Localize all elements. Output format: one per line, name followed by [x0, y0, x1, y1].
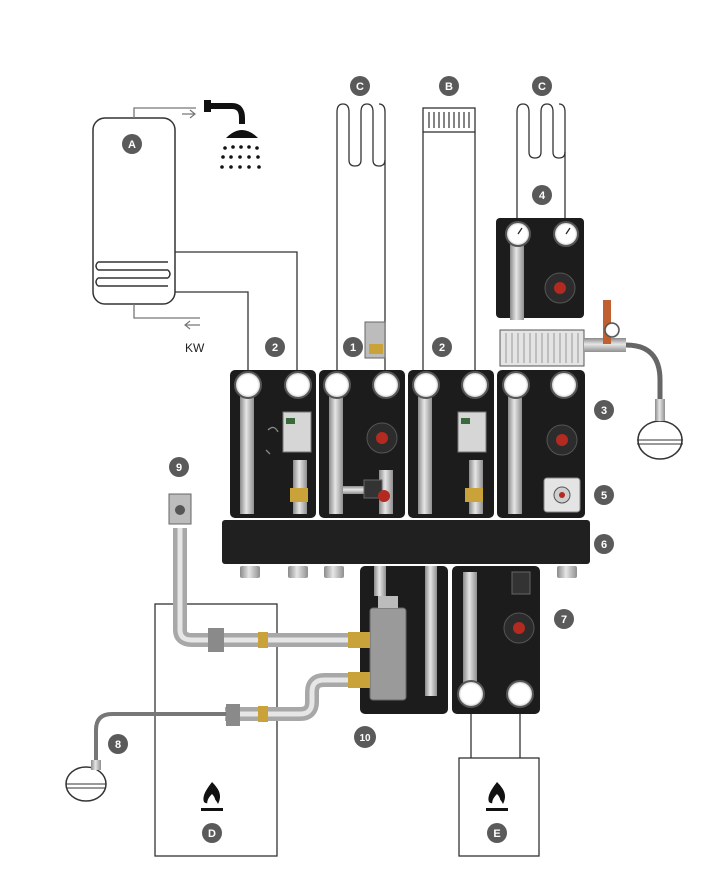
- cold-water-label: KW: [185, 341, 205, 355]
- flow-arrow-icon: [182, 109, 196, 119]
- badge-3: 3: [594, 400, 614, 420]
- badge-a: A: [122, 134, 142, 154]
- svg-text:2: 2: [439, 342, 445, 354]
- svg-text:C: C: [356, 81, 364, 93]
- svg-text:6: 6: [601, 539, 607, 551]
- thermometer-gauge: [506, 680, 534, 708]
- thermometer-gauge: [457, 680, 485, 708]
- svg-text:2: 2: [272, 342, 278, 354]
- svg-text:4: 4: [539, 190, 546, 202]
- svg-text:C: C: [538, 81, 546, 93]
- flame-icon: [486, 782, 508, 811]
- svg-text:5: 5: [601, 490, 607, 502]
- cold-water-line: [133, 304, 200, 319]
- thermometer-gauge: [461, 371, 489, 399]
- flow-arrow-icon: [184, 320, 200, 330]
- pressure-gauge: [604, 322, 620, 338]
- badge-7: 7: [554, 609, 574, 629]
- badge-6: 6: [594, 534, 614, 554]
- hot-water-tank: KW: [92, 107, 205, 355]
- svg-text:7: 7: [561, 614, 567, 626]
- valve-fitting: [208, 628, 224, 652]
- mixing-module-3: [497, 370, 585, 518]
- boiler-e-lines: [470, 714, 521, 758]
- underfloor-loop-icon: [516, 103, 566, 220]
- expansion-vessel-icon: [65, 760, 107, 802]
- pump-module-7: [452, 566, 540, 714]
- distribution-manifold: [222, 520, 590, 578]
- mixing-module-1: [319, 370, 405, 518]
- badge-b: B: [439, 76, 459, 96]
- badge-d: D: [202, 823, 222, 843]
- pump-module-2-tank: [230, 370, 316, 518]
- air-vent: [364, 321, 386, 359]
- ball-valve: [258, 632, 268, 648]
- badge-5: 5: [594, 485, 614, 505]
- tank-heat-coil: [98, 261, 168, 287]
- badge-9: 9: [169, 457, 189, 477]
- svg-text:1: 1: [350, 342, 356, 354]
- badge-2-left: 2: [265, 337, 285, 357]
- svg-text:3: 3: [601, 405, 607, 417]
- temperature-sensor: [168, 493, 192, 525]
- badge-e: E: [487, 823, 507, 843]
- expansion-vessel-icon: [637, 399, 683, 460]
- badge-1: 1: [343, 337, 363, 357]
- svg-text:D: D: [208, 828, 216, 840]
- ball-valve: [465, 488, 483, 502]
- badge-8: 8: [108, 734, 128, 754]
- flame-icon: [201, 782, 223, 811]
- svg-text:E: E: [493, 828, 500, 840]
- thermometer-gauge: [372, 371, 400, 399]
- thermometer-gauge: [284, 371, 312, 399]
- badge-2-right: 2: [432, 337, 452, 357]
- hydraulic-separator: [348, 566, 448, 714]
- thermometer-gauge: [323, 371, 351, 399]
- valve-fitting: [226, 704, 240, 726]
- svg-text:10: 10: [359, 733, 371, 744]
- svg-text:A: A: [128, 139, 136, 151]
- boiler-e: [458, 757, 540, 857]
- tank-supply-line: [175, 251, 298, 372]
- badge-c-right: C: [532, 76, 552, 96]
- shower-icon: [204, 100, 261, 169]
- badge-c-left: C: [350, 76, 370, 96]
- badge-4: 4: [532, 185, 552, 205]
- pump-module-2-radiator: [408, 370, 494, 518]
- thermometer-gauge: [412, 371, 440, 399]
- safety-valve: [603, 300, 611, 344]
- expansion-line: [94, 712, 226, 760]
- mixing-valve-actuator: [363, 479, 383, 499]
- svg-text:8: 8: [115, 739, 121, 751]
- tank-return-line: [175, 291, 249, 372]
- pump-module-4: [496, 218, 663, 400]
- thermometer-gauge: [234, 371, 262, 399]
- hot-water-line: [133, 107, 196, 118]
- badge-10: 10: [354, 726, 376, 748]
- ball-valve: [290, 488, 308, 502]
- svg-text:B: B: [445, 81, 453, 93]
- svg-text:9: 9: [176, 462, 182, 474]
- ball-valve: [258, 706, 268, 722]
- thermometer-gauge: [550, 371, 578, 399]
- radiator-icon: [422, 107, 476, 372]
- thermometer-gauge: [502, 371, 530, 399]
- valve-actuator: [511, 571, 531, 595]
